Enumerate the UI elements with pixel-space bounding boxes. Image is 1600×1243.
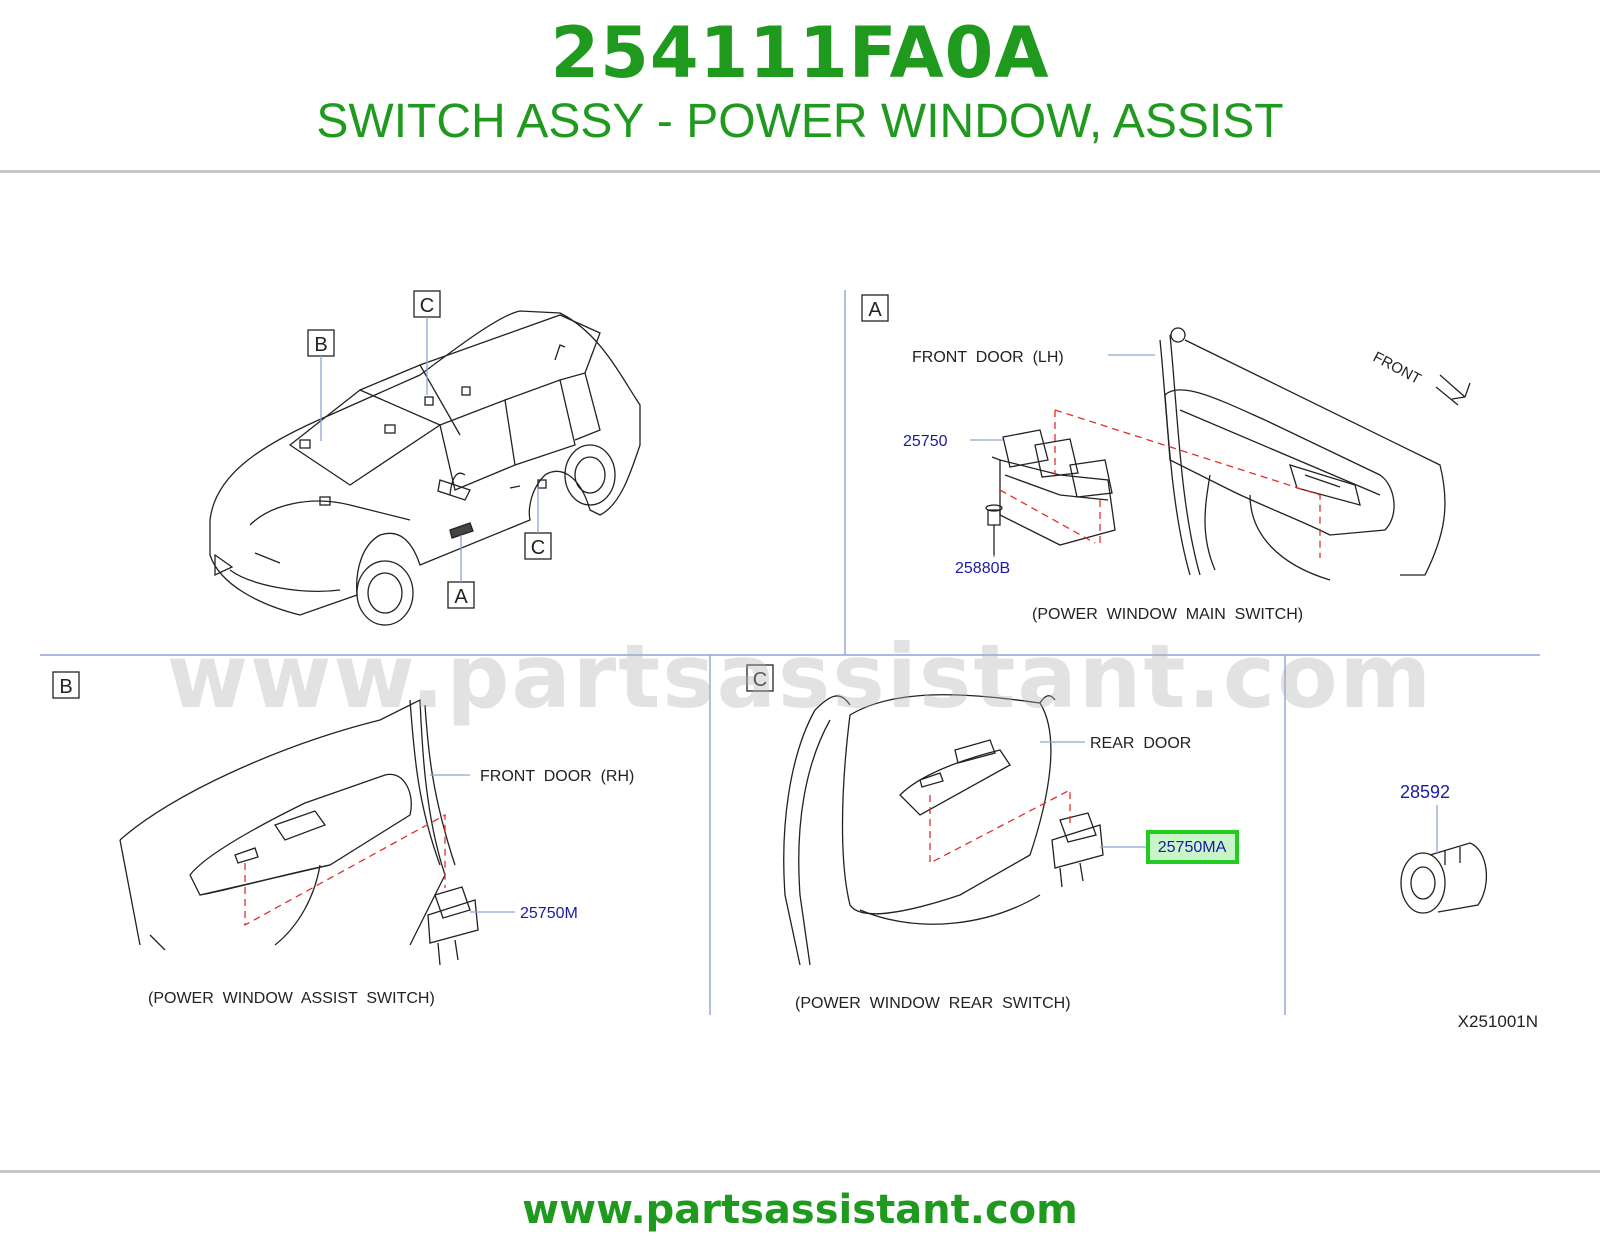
section-b-door-label: FRONT DOOR (RH) — [480, 768, 634, 785]
section-c-caption: (POWER WINDOW REAR SWITCH) — [795, 995, 1071, 1012]
watermark: www.partsassistant.com — [166, 625, 1434, 728]
section-dividers — [40, 290, 1540, 1015]
overview-callouts — [307, 290, 552, 609]
part-number-title: 254111FA0A — [550, 12, 1050, 94]
part-25750ma[interactable]: 25750MA — [1158, 839, 1227, 856]
page-footer: www.partsassistant.com — [0, 1170, 1600, 1243]
callout-b: B — [314, 334, 327, 356]
highlighted-part-box — [1146, 830, 1239, 864]
section-a-door-label: FRONT DOOR (LH) — [912, 349, 1064, 366]
page-header: 254111FA0A SWITCH ASSY - POWER WINDOW, A… — [0, 0, 1600, 173]
callout-c-top: C — [420, 295, 434, 317]
section-b-caption: (POWER WINDOW ASSIST SWITCH) — [148, 990, 435, 1007]
callout-c-bottom: C — [531, 537, 545, 559]
front-direction-label: FRONT — [1370, 349, 1424, 388]
part-25750m[interactable]: 25750M — [520, 905, 578, 922]
section-a-illustration — [861, 294, 1471, 581]
callout-a: A — [454, 586, 468, 608]
part-name-subtitle: SWITCH ASSY - POWER WINDOW, ASSIST — [316, 95, 1284, 148]
parts-diagram: B C A C A FRONT DOOR (LH) FRONT 25750 25… — [0, 175, 1600, 1165]
part-25750[interactable]: 25750 — [903, 433, 948, 450]
section-d-illustration — [1400, 805, 1488, 914]
section-b-illustration — [52, 671, 515, 966]
section-a-caption: (POWER WINDOW MAIN SWITCH) — [1032, 606, 1303, 623]
diagram-canvas: B C A C A FRONT DOOR (LH) FRONT 25750 25… — [40, 290, 1540, 1031]
footer-url-link[interactable]: www.partsassistant.com — [522, 1187, 1078, 1233]
section-b-label: B — [59, 676, 72, 698]
section-a-label: A — [868, 299, 882, 321]
part-28592[interactable]: 28592 — [1400, 782, 1450, 802]
section-c-door-label: REAR DOOR — [1090, 735, 1191, 752]
section-c-illustration — [746, 664, 1239, 966]
car-overview-illustration — [209, 310, 641, 626]
section-c-label: C — [753, 669, 767, 691]
part-25880b[interactable]: 25880B — [955, 560, 1010, 577]
diagram-code: X251001N — [1458, 1012, 1538, 1031]
